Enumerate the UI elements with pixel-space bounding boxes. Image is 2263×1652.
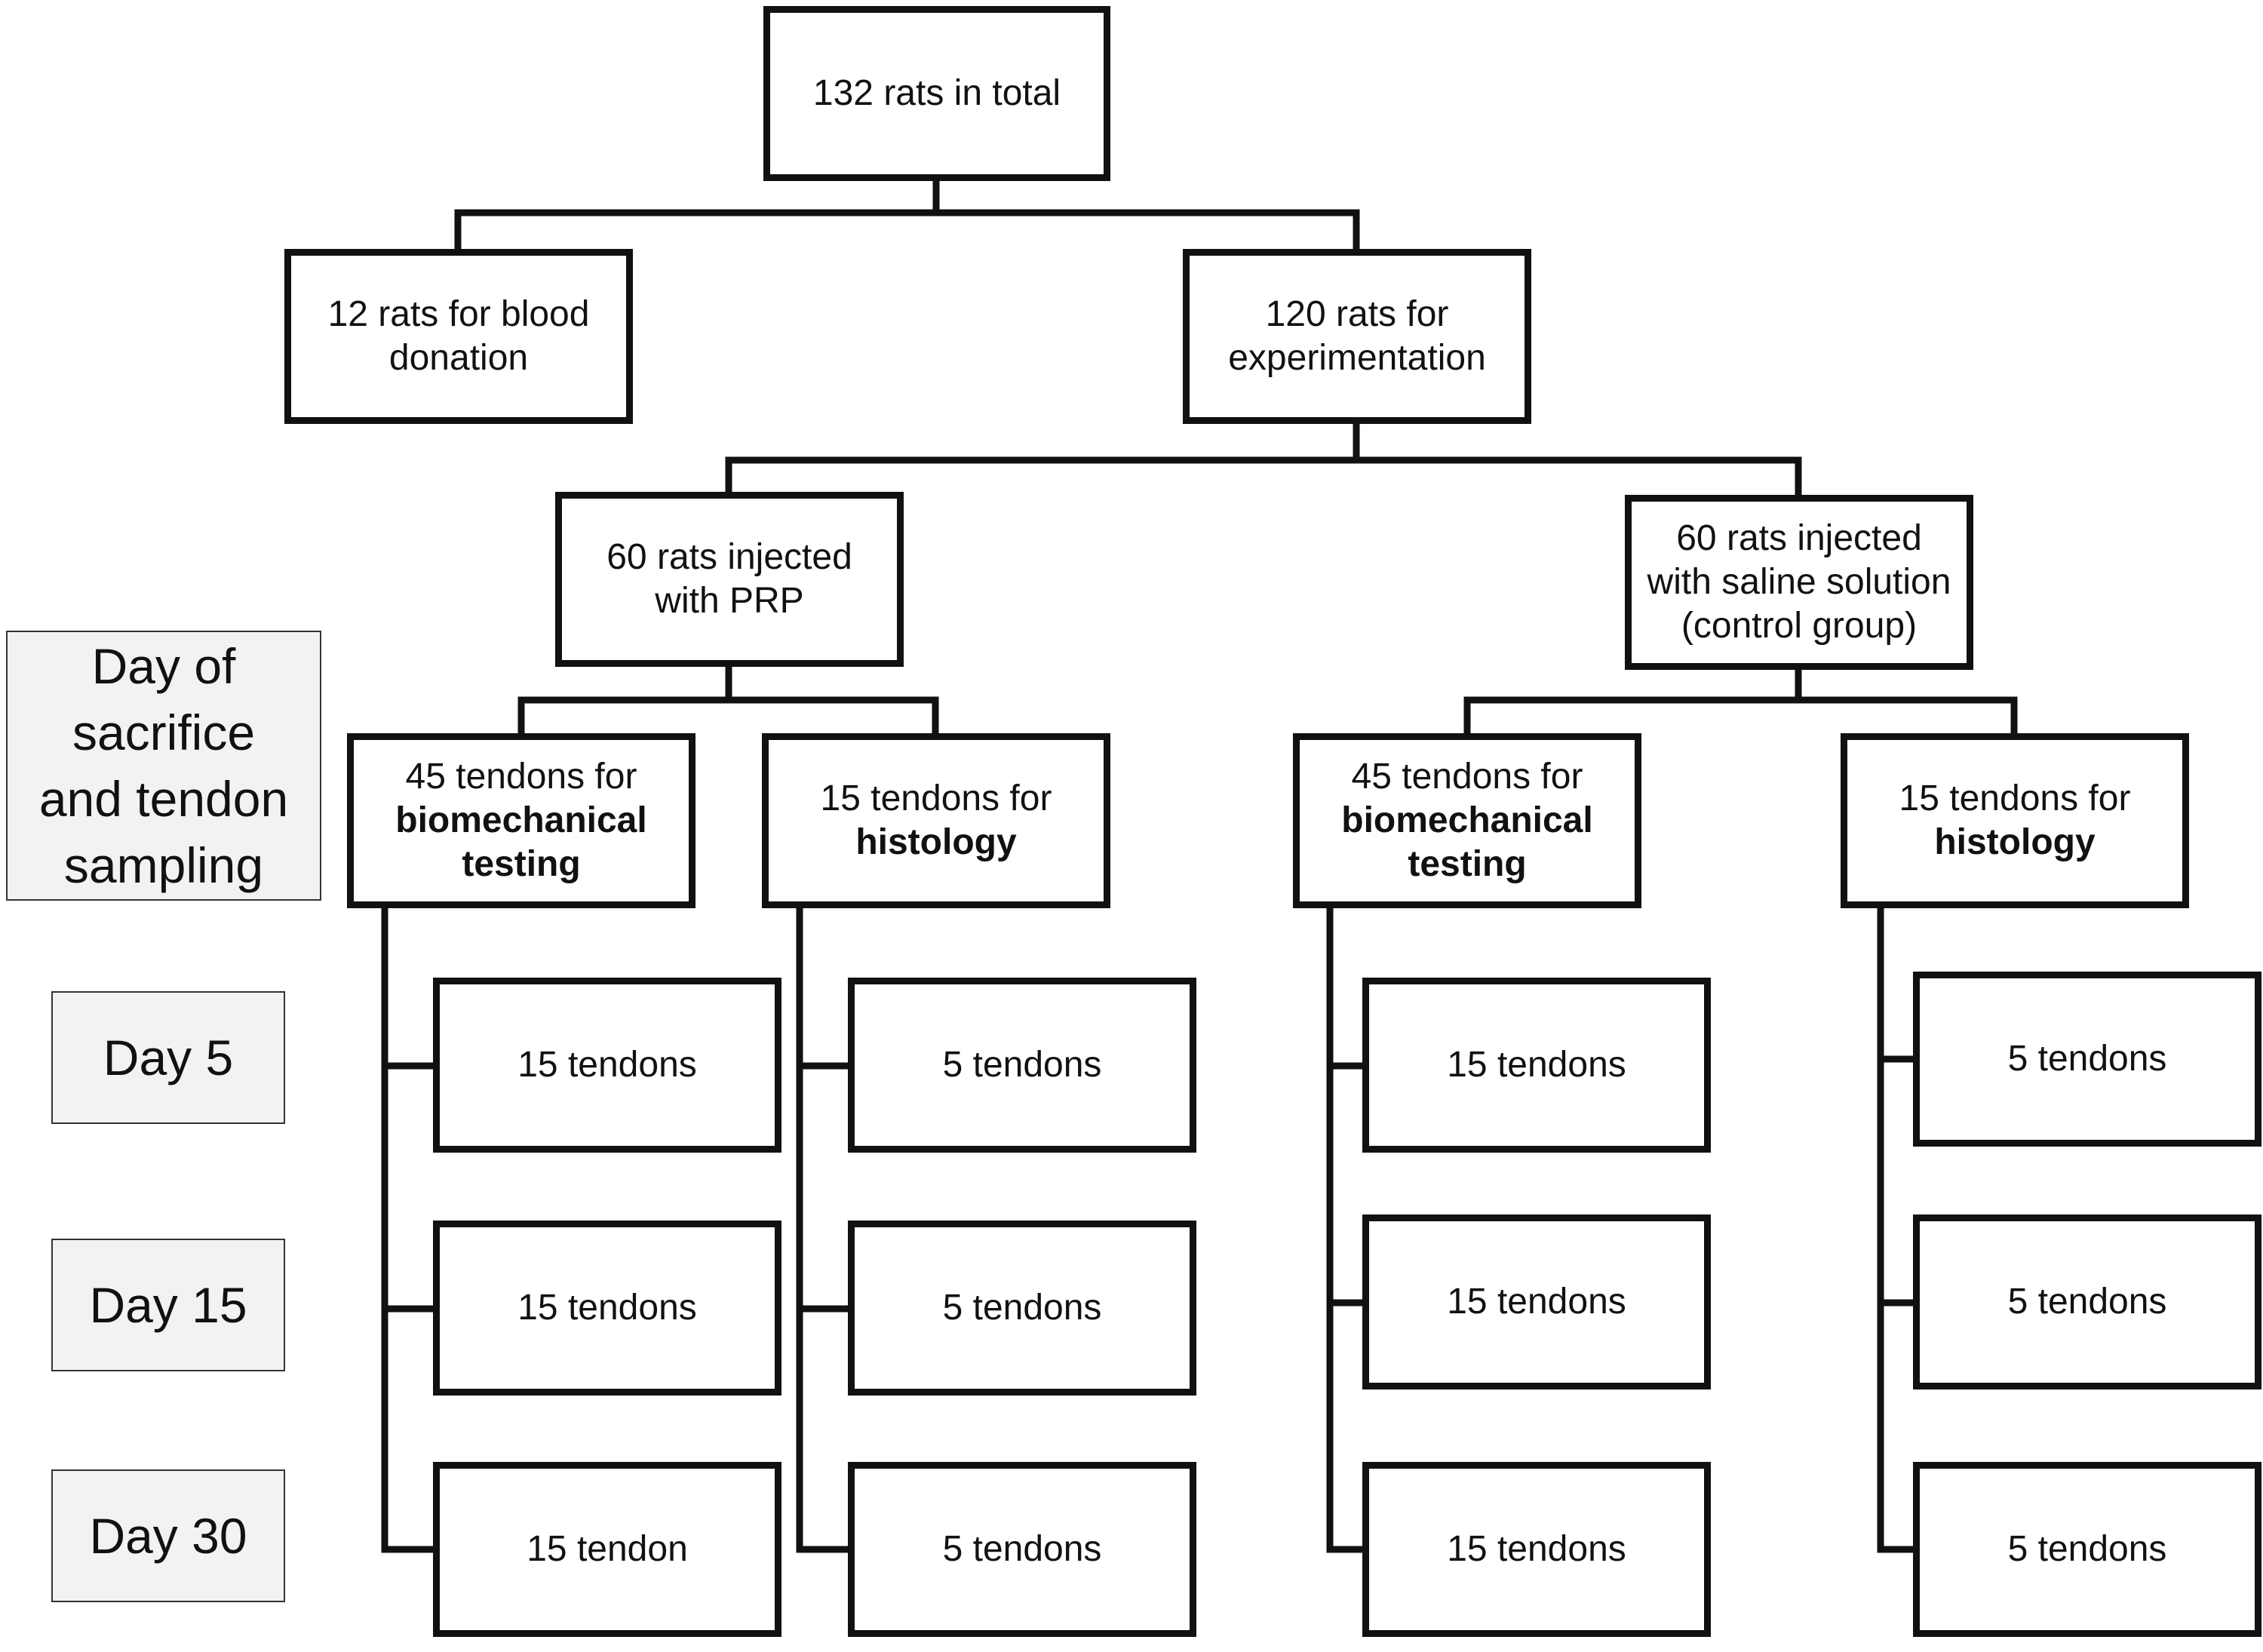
saline-biomechanical-day5-label: 15 tendons: [1447, 1045, 1626, 1085]
saline-biomechanical-day5-node: 15 tendons: [1362, 978, 1711, 1153]
prp-biomechanical-node: 45 tendons for biomechanical testing: [347, 733, 695, 908]
prp-biomechanical-day30-label: 15 tendon: [527, 1529, 688, 1569]
day-15-label: Day 15: [51, 1239, 285, 1371]
sacrifice-day-header-label: Day of sacrifice and tendon sampling: [38, 638, 289, 893]
day-5-label: Day 5: [51, 991, 285, 1124]
sacrifice-day-header: Day of sacrifice and tendon sampling: [6, 631, 321, 901]
day-30-label: Day 30: [51, 1469, 285, 1602]
prp-biomechanical-count: 45 tendons for: [405, 757, 637, 797]
prp-biomechanical-day30-node: 15 tendon: [433, 1462, 781, 1637]
prp-group-node: 60 rats injected with PRP: [555, 492, 904, 667]
saline-histology-day30-node: 5 tendons: [1913, 1462, 2261, 1637]
day-5-text: Day 5: [103, 1030, 234, 1085]
prp-biomechanical-purpose: biomechanical testing: [395, 800, 647, 884]
root-node: 132 rats in total: [763, 6, 1110, 181]
saline-histology-day30-label: 5 tendons: [2007, 1529, 2167, 1569]
saline-biomechanical-day30-node: 15 tendons: [1362, 1462, 1711, 1637]
prp-biomechanical-day5-node: 15 tendons: [433, 978, 781, 1153]
saline-histology-day15-label: 5 tendons: [2007, 1282, 2167, 1322]
blood-donation-node: 12 rats for blood donation: [284, 249, 633, 424]
prp-histology-day5-label: 5 tendons: [942, 1045, 1102, 1085]
prp-histology-day30-node: 5 tendons: [848, 1462, 1196, 1637]
root-label: 132 rats in total: [812, 73, 1061, 113]
prp-biomechanical-day15-node: 15 tendons: [433, 1221, 781, 1396]
saline-histology-node: 15 tendons for histology: [1841, 733, 2189, 908]
saline-histology-count: 15 tendons for: [1899, 778, 2131, 818]
saline-group-node: 60 rats injected with saline solution (c…: [1625, 495, 1973, 670]
saline-group-label: 60 rats injected with saline solution (c…: [1647, 518, 1951, 646]
saline-biomechanical-node: 45 tendons for biomechanical testing: [1293, 733, 1641, 908]
prp-histology-node: 15 tendons for histology: [762, 733, 1110, 908]
prp-histology-day30-label: 5 tendons: [942, 1529, 1102, 1569]
experimentation-node: 120 rats for experimentation: [1183, 249, 1531, 424]
day-15-text: Day 15: [89, 1277, 247, 1333]
prp-biomechanical-day15-label: 15 tendons: [517, 1288, 697, 1328]
prp-histology-day15-label: 5 tendons: [942, 1288, 1102, 1328]
prp-histology-day15-node: 5 tendons: [848, 1221, 1196, 1396]
day-30-text: Day 30: [89, 1508, 247, 1564]
saline-histology-day15-node: 5 tendons: [1913, 1214, 2261, 1389]
saline-biomechanical-purpose: biomechanical testing: [1341, 800, 1593, 884]
experimentation-label: 120 rats for experimentation: [1228, 294, 1486, 378]
saline-histology-day5-label: 5 tendons: [2007, 1039, 2167, 1079]
blood-donation-label: 12 rats for blood donation: [327, 294, 590, 378]
saline-biomechanical-day15-label: 15 tendons: [1447, 1282, 1626, 1322]
prp-biomechanical-day5-label: 15 tendons: [517, 1045, 697, 1085]
prp-group-label: 60 rats injected with PRP: [606, 537, 852, 621]
saline-biomechanical-count: 45 tendons for: [1351, 757, 1583, 797]
saline-histology-day5-node: 5 tendons: [1913, 972, 2261, 1147]
saline-biomechanical-day30-label: 15 tendons: [1447, 1529, 1626, 1569]
prp-histology-day5-node: 5 tendons: [848, 978, 1196, 1153]
saline-biomechanical-day15-node: 15 tendons: [1362, 1214, 1711, 1389]
prp-histology-count: 15 tendons for: [820, 778, 1052, 818]
saline-histology-purpose: histology: [1934, 822, 2096, 862]
prp-histology-purpose: histology: [855, 822, 1017, 862]
